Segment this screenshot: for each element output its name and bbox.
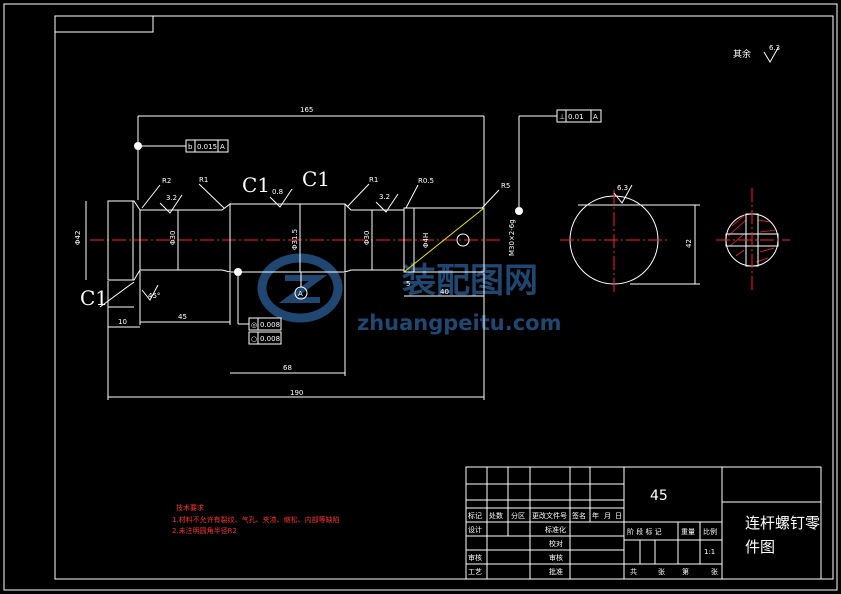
datum-dot-right — [515, 207, 523, 215]
dimensions: 165 190 45 10 68 40 5 Φ42 Φ30 Φ31.5 Φ30 … — [74, 106, 516, 400]
tb-header-sign: 签名 — [572, 511, 586, 520]
dim-length-40: 40 — [440, 288, 449, 296]
title-block: 45 连杆螺钉零 件图 标记 处数 分区 更改文件号 签名 年 月 日 设计 标… — [465, 466, 822, 580]
shaft-center-section — [229, 203, 346, 273]
tb-scale-label: 比例 — [703, 527, 717, 536]
watermark-brand: 装配图网 — [402, 261, 538, 301]
chamfer-label-3: C1 — [80, 286, 108, 310]
tb-designer: 设计 — [468, 525, 482, 534]
inner-border — [54, 15, 834, 580]
mark-ra-0-8: 0.8 — [272, 188, 283, 196]
tol-right-symbol: ⊥ — [559, 113, 565, 121]
watermark: 装配图网 zhuangpeitu.com — [257, 253, 561, 335]
dim-bore: Φ4H — [422, 233, 430, 248]
tb-header-zone: 分区 — [511, 511, 525, 520]
tol-lower1-symbol: ◎ — [251, 321, 257, 329]
chamfer-label-2: C1 — [302, 167, 330, 191]
tb-header-year: 年 — [592, 511, 599, 520]
tol-top-value: 0.015 — [197, 143, 217, 151]
tol-top-symbol: b — [188, 143, 193, 151]
corner-code-box — [54, 15, 154, 33]
mark-r1b: R1 — [369, 176, 378, 184]
tb-weight: 重量 — [681, 528, 695, 536]
surface-marks: R2 3.2 R1 0.8 R1 3.2 R0.5 R5 45° 6.3 其余 — [141, 44, 780, 301]
shaft-outline — [107, 200, 485, 281]
dim-dia-mid: Φ30 — [169, 231, 177, 245]
cross-hole — [456, 233, 470, 247]
tb-scale: 1:1 — [704, 548, 715, 556]
drawing-name-line-2: 件图 — [745, 538, 775, 556]
tb-checker: 校对 — [549, 539, 563, 548]
tb-sheet-label: 张 — [711, 567, 718, 576]
tb-header-change: 更改文件号 — [532, 511, 567, 520]
drawing-name-line-1: 连杆螺钉零 — [745, 514, 820, 532]
datum-dot-top — [134, 142, 142, 150]
dim-dia-right: Φ30 — [363, 231, 371, 245]
shaft-neck-left — [140, 203, 231, 273]
mark-ra-3-2-right: 3.2 — [379, 193, 390, 201]
tb-standardization: 标准化 — [545, 525, 566, 534]
mark-r1a: R1 — [199, 176, 208, 184]
tb-header-count: 处数 — [489, 511, 503, 520]
tol-right-datum: A — [593, 113, 598, 121]
section-view-hatched — [716, 188, 790, 292]
dim-length-10: 10 — [118, 318, 127, 326]
tol-top-datum: A — [220, 143, 225, 151]
dim-thread: M30×2-6g — [508, 219, 516, 256]
tb-approve: 批准 — [549, 567, 563, 576]
dim-overall-bottom: 190 — [290, 389, 303, 397]
roughness-default-value: 6.3 — [769, 44, 780, 52]
tb-review: 审核 — [468, 553, 482, 562]
tb-process: 工艺 — [468, 568, 482, 576]
tol-frame-lower-2 — [248, 331, 282, 345]
shaft-neck-right — [344, 203, 405, 273]
tb-header-day: 日 — [615, 512, 622, 520]
mark-r0-5: R0.5 — [418, 177, 434, 185]
material-label: 45 — [650, 488, 668, 504]
mark-ra-3-2-left: 3.2 — [166, 194, 177, 202]
mark-r2: R2 — [162, 177, 171, 185]
dim-circle: 42 — [685, 239, 693, 248]
tol-frame-top — [185, 139, 229, 153]
dim-length-68: 68 — [283, 364, 292, 372]
tb-sheets-total: 共 — [630, 567, 637, 576]
chamfer-label-1: C1 — [242, 173, 270, 197]
tol-lower2-symbol: ○ — [251, 335, 257, 343]
tol-right-value: 0.01 — [568, 113, 584, 121]
mark-r5: R5 — [501, 182, 510, 190]
tol-lower1-value: 0.008 — [260, 321, 280, 329]
tech-req-item-1: 1.材料不允许有裂纹、气孔、夹渣、缩松、内部等缺陷 — [172, 515, 340, 524]
tol-frame-right — [556, 109, 602, 123]
outer-border — [3, 3, 838, 591]
tech-req-item-2: 2.未注明圆角半径R2 — [172, 526, 237, 535]
tolerance-frames: b 0.015 A ⊥ 0.01 A ◎ 0.008 ○ 0.008 A — [134, 109, 602, 345]
tb-drafter: 审核 — [549, 553, 563, 562]
tol-frame-lower-1 — [248, 317, 282, 331]
dim-length-45: 45 — [178, 313, 187, 321]
mark-ra-6-3: 6.3 — [617, 184, 628, 192]
tech-req-title: 技术要求 — [176, 503, 204, 512]
watermark-url: zhuangpeitu.com — [357, 311, 561, 335]
dim-overall-top: 165 — [300, 106, 313, 114]
tol-lower2-value: 0.008 — [260, 335, 280, 343]
chamfer-labels: C1 C1 C1 — [80, 167, 330, 310]
tb-sheets-label: 张 — [658, 567, 665, 576]
dim-dia-left: Φ42 — [74, 231, 82, 245]
tb-stage-mark: 阶 段 标 记 — [627, 527, 662, 536]
roughness-default-label: 其余 — [733, 48, 751, 60]
mark-angle: 45° — [148, 292, 160, 300]
datum-a-label: A — [298, 290, 303, 298]
datum-dot-lower — [234, 268, 242, 276]
title-block-frame — [465, 466, 822, 580]
dim-small-5: 5 — [406, 280, 410, 288]
tb-sheet-no: 第 — [682, 567, 689, 576]
dim-dia-center: Φ31.5 — [291, 229, 299, 250]
tb-header-month: 月 — [604, 512, 611, 520]
tb-header-mark: 标记 — [468, 511, 482, 520]
section-view-circle: 42 6.3 — [560, 184, 700, 292]
technical-requirements: 技术要求 1.材料不允许有裂纹、气孔、夹渣、缩松、内部等缺陷 2.未注明圆角半径… — [172, 503, 340, 535]
